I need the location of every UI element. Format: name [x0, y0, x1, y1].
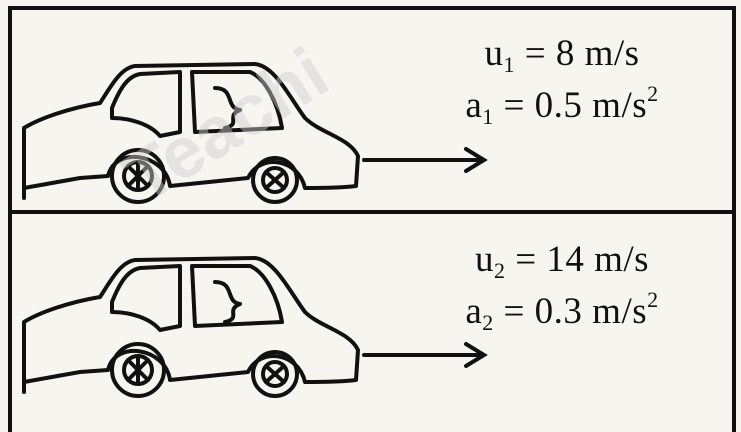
car-2-drawing [20, 252, 360, 402]
velocity-label: u2 = 14 m/s [474, 239, 650, 283]
arrow-right-icon [362, 147, 488, 173]
car-1-drawing [20, 58, 360, 208]
direction-arrow [362, 340, 492, 370]
car-icon [22, 256, 360, 398]
car-1-panel: u1 = 8 m/s a1 = 0.5 m/s2 [8, 6, 736, 214]
acceleration-label: a1 = 0.5 m/s2 [465, 81, 659, 129]
car-2-labels: u2 = 14 m/s a2 = 0.3 m/s2 [412, 234, 712, 338]
direction-arrow [362, 145, 492, 175]
car-icon [22, 62, 360, 204]
car-2-panel: u2 = 14 m/s a2 = 0.3 m/s2 [8, 212, 736, 432]
car-1-labels: u1 = 8 m/s a1 = 0.5 m/s2 [412, 28, 712, 132]
arrow-right-icon [362, 342, 488, 368]
velocity-label: u1 = 8 m/s [484, 33, 640, 77]
acceleration-label: a2 = 0.3 m/s2 [465, 287, 659, 335]
